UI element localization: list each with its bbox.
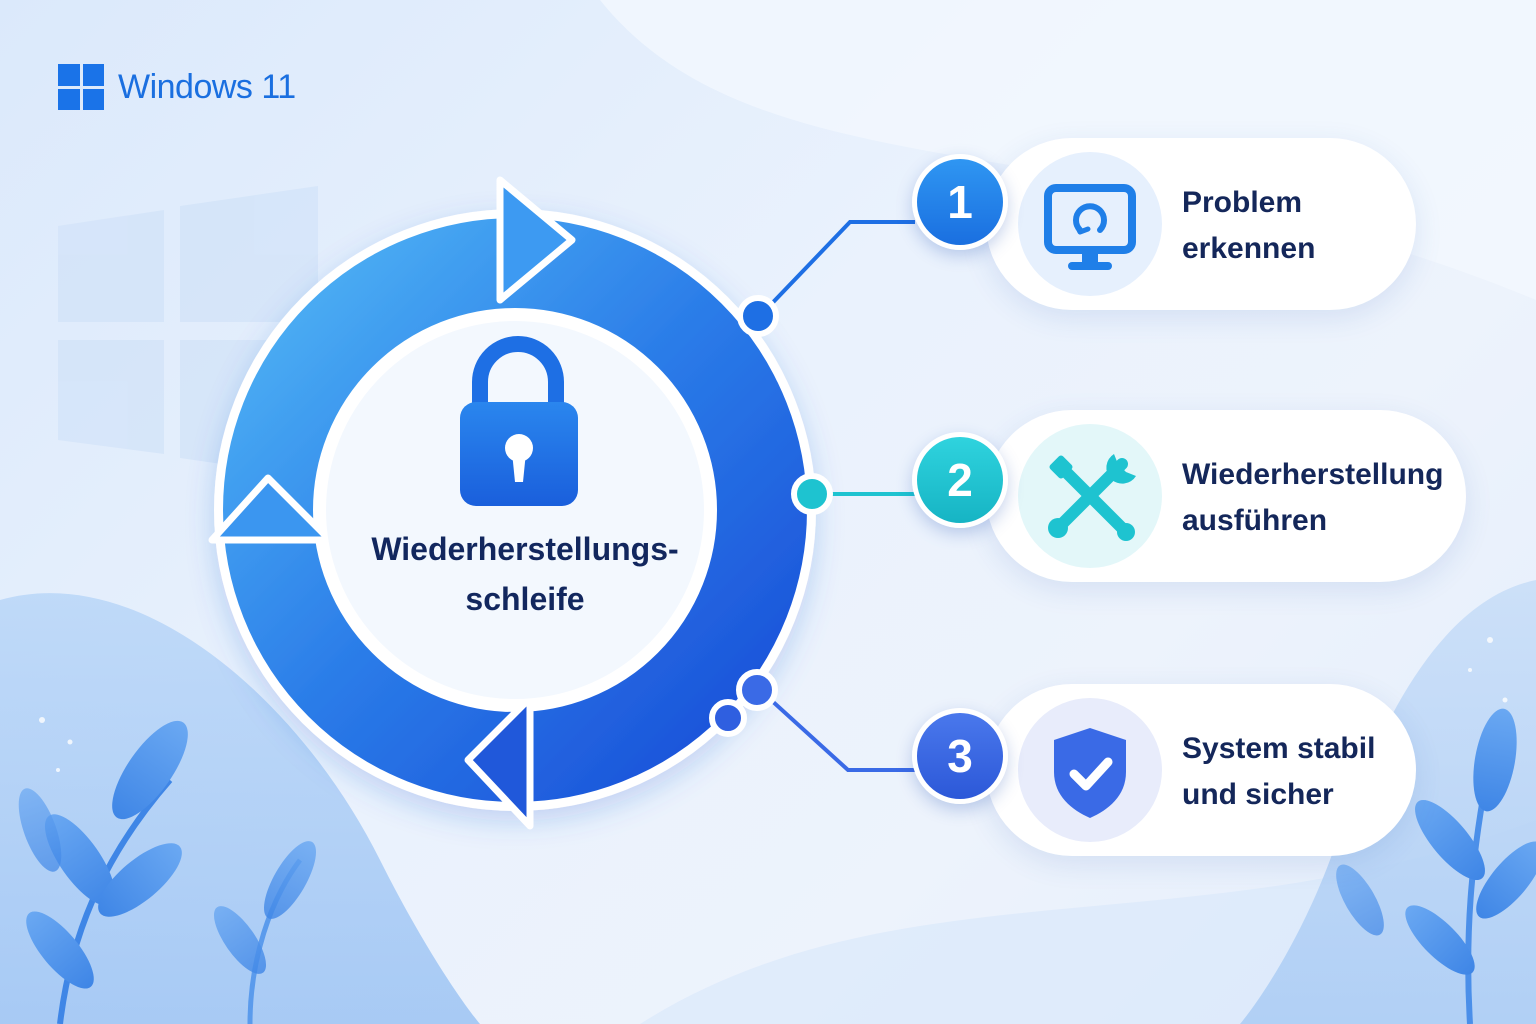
arrowhead-top (496, 176, 576, 304)
brand-name: Windows 11 (118, 67, 296, 106)
sparkle-dots (39, 637, 1508, 772)
step-2-icon-bg (1018, 424, 1162, 568)
leaf-decoration-right (1336, 708, 1536, 1024)
node-step-3b (709, 699, 747, 737)
node-step-1 (737, 295, 779, 337)
arrowhead-bottom (464, 694, 534, 830)
step-1-number-badge: 1 (912, 154, 1008, 250)
step-3-number-badge: 3 (912, 708, 1008, 804)
step-3-label-line1: System stabil (1182, 732, 1376, 765)
node-step-2 (791, 473, 833, 515)
step-2-label-line1: Wiederherstellung (1182, 458, 1444, 491)
center-title: Wiederherstellungs- schleife (330, 524, 720, 624)
step-1-label-line1: Problem (1182, 186, 1303, 219)
arrowhead-left (208, 474, 334, 544)
step-2-number-badge: 2 (912, 432, 1008, 528)
padlock-icon (460, 336, 578, 506)
step-3-icon-bg (1018, 698, 1162, 842)
step-card-1: Problem erkennen (986, 138, 1416, 310)
step-1-label-line2: erkennen (1182, 232, 1316, 265)
wrench-screwdriver-icon (1048, 454, 1136, 541)
step-3-label-line2: und sicher (1182, 778, 1334, 811)
node-step-3a (736, 669, 778, 711)
cycle-arrowheads (208, 176, 576, 830)
center-title-line1: Wiederherstellungs- (371, 531, 679, 567)
center-circle (320, 315, 710, 705)
windows-logo-icon (58, 64, 104, 110)
bg-hill-left (0, 593, 480, 1024)
brand: Windows 11 (58, 64, 296, 110)
monitor-refresh-icon (1044, 184, 1136, 270)
connector-step-3 (758, 688, 915, 772)
connector-nodes (709, 295, 833, 737)
center-title-line2: schleife (465, 581, 585, 617)
step-1-icon-bg (1018, 152, 1162, 296)
shield-check-icon (1054, 728, 1126, 818)
step-card-2: Wiederherstellung ausführen (986, 410, 1466, 582)
leaf-decoration-left (18, 720, 316, 1024)
connector-step-1 (756, 220, 915, 320)
step-2-label-line2: ausführen (1182, 504, 1328, 537)
step-card-3: System stabil und sicher (986, 684, 1416, 856)
